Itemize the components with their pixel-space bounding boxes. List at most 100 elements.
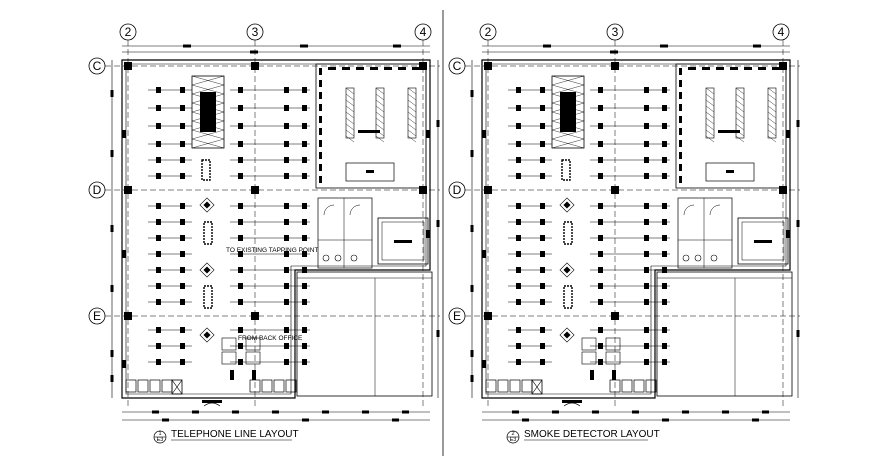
- display-stand: [199, 197, 215, 213]
- grid-label-row-e: E: [453, 309, 461, 323]
- electrical-room: [377, 217, 429, 265]
- storage-rack: [345, 111, 355, 119]
- shelf-unit: [540, 203, 545, 209]
- storage-rack: [407, 123, 417, 131]
- entrance-grill: [521, 379, 533, 393]
- stock-rack: [679, 104, 682, 111]
- storage-rack: [375, 99, 385, 107]
- dimension-tick: [272, 410, 279, 414]
- grid-label-col-3: 3: [252, 25, 259, 39]
- dimension-tick: [470, 350, 474, 357]
- toilet-block: [317, 197, 373, 269]
- shelf-unit: [156, 105, 161, 111]
- shelf-unit: [284, 235, 289, 241]
- shelf-unit: [284, 299, 289, 305]
- dimension-tick: [470, 90, 474, 97]
- dimension-tick: [436, 220, 440, 227]
- shelf-unit: [644, 359, 649, 365]
- storage-rack: [705, 135, 715, 143]
- shelf-unit: [598, 87, 603, 93]
- shelf-unit: [516, 157, 521, 163]
- storage-rack: [358, 130, 380, 133]
- shelf-unit: [180, 87, 185, 93]
- dimension-tick: [183, 44, 191, 48]
- storage-rack: [407, 111, 417, 119]
- shelf-unit: [540, 283, 545, 289]
- shelf-unit: [540, 141, 545, 147]
- dimension-tick: [300, 44, 308, 48]
- grid-bubble-row-e: E: [88, 307, 106, 325]
- structural-column: [779, 62, 787, 70]
- storage-rack: [345, 123, 355, 131]
- storage-rack: [767, 123, 777, 131]
- dimension-tick: [322, 410, 329, 414]
- grid-label-row-e: E: [93, 309, 101, 323]
- shelf-unit: [156, 359, 161, 365]
- shelf-unit: [156, 219, 161, 225]
- shelf-unit: [598, 343, 603, 349]
- shelf-unit: [238, 327, 243, 333]
- shelf-unit: [302, 123, 307, 129]
- storage-rack: [345, 99, 355, 107]
- sheet-ref-1: E3: [157, 437, 164, 443]
- stock-rack: [319, 92, 322, 99]
- storage-rack: [407, 129, 417, 137]
- dimension-tick: [512, 410, 519, 414]
- display-stand: [201, 159, 211, 181]
- stock-rack: [679, 164, 682, 171]
- shelf-unit: [238, 105, 243, 111]
- plan-2-drawing: [465, 40, 800, 422]
- door-swing: [709, 204, 721, 216]
- exterior-wall: [485, 63, 787, 395]
- entrance-grill: [497, 379, 509, 393]
- display-stand: [203, 331, 211, 339]
- dimension-tick: [110, 225, 114, 232]
- display-stand: [559, 197, 575, 213]
- dimension-tick: [470, 150, 474, 157]
- shelf-unit: [516, 267, 521, 273]
- storage-rack: [407, 87, 417, 139]
- storage-rack: [705, 99, 715, 107]
- shelf-unit: [644, 299, 649, 305]
- shelf-unit: [284, 141, 289, 147]
- fixture: [350, 254, 358, 262]
- storage-rack: [705, 105, 715, 113]
- display-stand: [563, 221, 573, 245]
- storage-rack: [375, 87, 385, 95]
- central-gondola: [191, 75, 225, 86]
- checkout-counter: [245, 337, 261, 351]
- grid-bubble-row-c: C: [448, 57, 466, 75]
- stock-rack: [758, 67, 766, 70]
- dimension-tick: [682, 410, 689, 414]
- structural-column: [484, 312, 492, 320]
- entrance-grill: [261, 379, 273, 393]
- shelf-unit: [598, 251, 603, 257]
- storage-rack: [375, 135, 385, 143]
- entrance-mat: [203, 402, 221, 407]
- shelf-unit: [598, 327, 603, 333]
- storage-rack: [718, 130, 740, 133]
- dimension-tick: [796, 220, 800, 227]
- dimension-tick: [632, 410, 639, 414]
- stock-rack: [744, 67, 752, 70]
- fixture: [334, 254, 342, 262]
- adjacent-area: [296, 271, 433, 397]
- grid-label-col-3: 3: [612, 25, 619, 39]
- shelf-unit: [516, 299, 521, 305]
- shelf-unit: [302, 141, 307, 147]
- shelf-unit: [662, 87, 667, 93]
- shelf-unit: [284, 203, 289, 209]
- shelf-unit: [180, 203, 185, 209]
- display-stand: [199, 262, 215, 278]
- stock-rack: [356, 67, 364, 70]
- storage-rack: [375, 105, 385, 113]
- shelf-unit: [516, 251, 521, 257]
- checkout-counter: [612, 370, 616, 380]
- dimension-tick: [402, 410, 409, 414]
- grid-bubble-col-4: 4: [414, 23, 432, 41]
- dimension-tick: [192, 410, 199, 414]
- dimension-tick: [250, 50, 258, 54]
- entrance-mat: [202, 400, 222, 403]
- sheet-ref-2: E3: [510, 437, 517, 443]
